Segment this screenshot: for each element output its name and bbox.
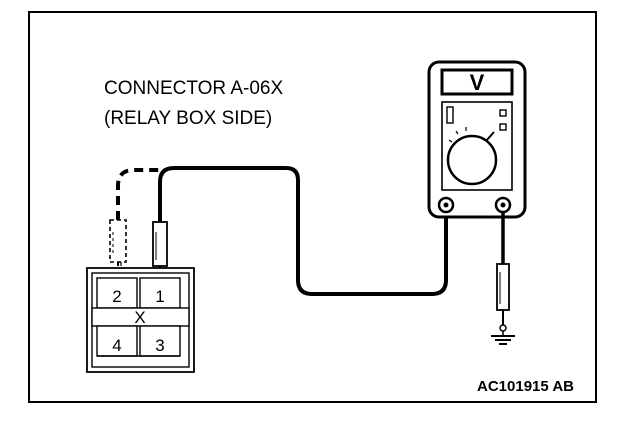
- connector-a06x: 2 1 X 4 3: [86, 267, 195, 373]
- meter-switch-right-top: [499, 109, 507, 117]
- ground-symbol: [491, 331, 515, 345]
- pin-label-1: 1: [155, 287, 164, 306]
- ground-lead: [496, 212, 510, 332]
- pin-label-2: 2: [112, 287, 121, 306]
- connector-subtitle: (RELAY BOX SIDE): [104, 108, 272, 129]
- meter-mode-symbol: V: [470, 70, 485, 95]
- connector-title: CONNECTOR A-06X: [104, 78, 283, 99]
- pin-cavity-4: [96, 325, 138, 357]
- pin-label-4: 4: [112, 336, 121, 355]
- dashed-wire: [116, 168, 160, 220]
- test-lead-wire: [158, 166, 448, 296]
- connector-center-mark: X: [134, 308, 145, 327]
- voltmeter: V: [427, 60, 527, 219]
- pin-label-3: 3: [155, 336, 164, 355]
- meter-panel: [441, 101, 513, 191]
- pin-cavity-3: [139, 325, 181, 357]
- meter-switch-right-bottom: [499, 123, 507, 131]
- meter-dial-pointer: [485, 131, 495, 142]
- figure-code: AC101915 AB: [477, 378, 574, 395]
- figure-frame: [28, 11, 597, 403]
- pin-cavity-1: [139, 277, 181, 309]
- meter-dial: [446, 134, 498, 186]
- meter-display: [440, 68, 514, 96]
- meter-switch-left: [446, 106, 454, 124]
